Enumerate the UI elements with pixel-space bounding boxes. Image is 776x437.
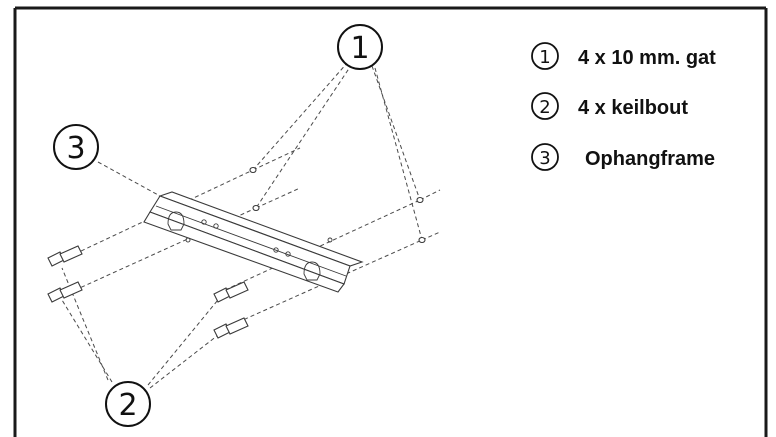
guide-2d (149, 331, 223, 389)
hole-4 (418, 236, 426, 244)
frame-hole-c (273, 247, 279, 253)
callout-3-number: 3 (66, 131, 85, 166)
callout-1: 1 (337, 24, 383, 70)
wall-holes (249, 166, 426, 244)
keyhole-right (303, 261, 321, 281)
legend-item-3: 3 Ophangframe (531, 143, 715, 171)
legend-text-2: 4 x keilbout (578, 97, 688, 119)
guide-1a (252, 61, 349, 171)
axis-ext-1 (252, 147, 301, 171)
hanging-frame (143, 191, 364, 293)
diagram-frame (13, 6, 768, 437)
guide-3 (97, 161, 161, 197)
bolt-upper-left (47, 245, 83, 267)
legend-number-3: 3 (539, 148, 550, 169)
bolt-upper-right (213, 281, 249, 303)
axis-upper-right (224, 199, 421, 291)
keyhole-left (167, 211, 185, 231)
guide-2b (61, 299, 113, 383)
legend-text-1: 4 x 10 mm. gat (578, 47, 716, 69)
legend-number-1: 1 (539, 47, 550, 68)
guide-1c (371, 65, 421, 201)
callout-3: 3 (53, 124, 99, 170)
frame-hole-b (213, 223, 219, 229)
hole-1 (249, 166, 257, 174)
frame-hole-a (201, 219, 207, 225)
guide-lines (61, 61, 441, 389)
frame-hole-e (327, 237, 333, 243)
hole-3 (416, 196, 424, 204)
callout-2: 2 (105, 381, 151, 427)
legend-number-2: 2 (539, 97, 550, 118)
guide-1d (374, 67, 423, 241)
guide-2c (147, 294, 223, 386)
frame-hole-d (285, 251, 291, 257)
frame-bottom-flange (143, 211, 345, 293)
frame-rib (155, 205, 347, 277)
legend-item-2: 2 4 x keilbout (531, 92, 688, 120)
hole-2 (252, 204, 260, 212)
legend-item-1: 1 4 x 10 mm. gat (531, 42, 716, 70)
axis-ext-3 (419, 189, 441, 201)
callout-2-number: 2 (118, 388, 137, 423)
legend-text-3: Ophangframe (585, 148, 715, 170)
callout-1-number: 1 (350, 31, 369, 66)
wedge-bolts (47, 245, 249, 339)
legend: 1 4 x 10 mm. gat 2 4 x keilbout 3 Ophang… (531, 42, 716, 171)
bolt-lower-right (213, 317, 249, 339)
frame-hole-f (185, 237, 191, 243)
guide-1b (255, 63, 353, 209)
bolt-lower-left (47, 281, 83, 303)
axis-ext-2 (255, 187, 301, 209)
